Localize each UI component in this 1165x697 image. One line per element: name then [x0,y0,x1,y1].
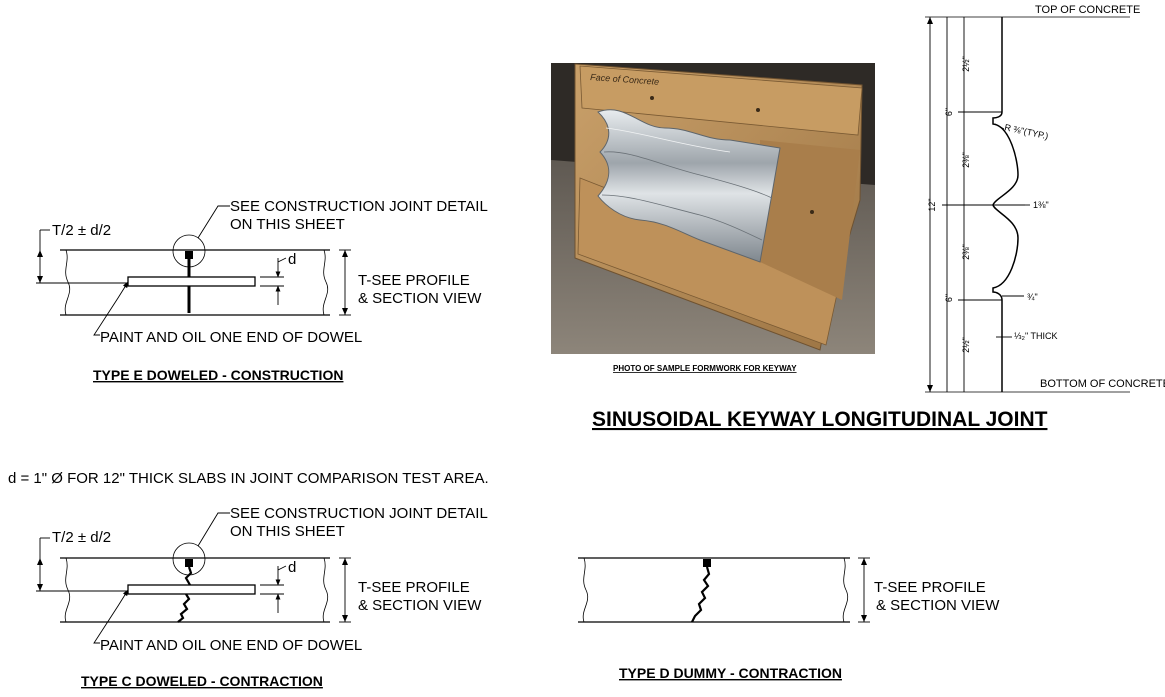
thickness-arrow-up [342,558,348,565]
offset-dim-arrow-down [37,276,43,283]
amplitude-label: 1⅜" [1033,200,1049,210]
lower-half-label: 6" [944,294,954,302]
joint-d-detail: T-SEE PROFILE & SECTION VIEW TYPE D DUMM… [578,557,1000,681]
board-writing: Face of Concrete [590,72,660,87]
offset-dim-arrow-up [37,558,43,565]
keyway-title: SINUSOIDAL KEYWAY LONGITUDINAL JOINT [592,408,1048,431]
thickness-arrow-up [861,558,867,565]
thickness-label-line2: & SECTION VIEW [876,597,1000,614]
keyway-ridge-2 [601,194,763,241]
break-line-left [64,557,71,623]
seg-bottom-label: 2½" [961,337,971,353]
joint-seal [185,559,193,567]
thickness-arrow-down [861,615,867,622]
thickness-label-line1: T-SEE PROFILE [358,272,470,289]
joint-seal [185,251,193,259]
offset-label: ¾" [1027,292,1038,302]
break-line-right [322,249,329,316]
thickness-arrow-down [342,308,348,315]
dowel-note: PAINT AND OIL ONE END OF DOWEL [100,637,362,654]
total-depth-label: 12" [927,198,937,211]
nail-mark [756,108,760,112]
top-of-concrete-label: TOP OF CONCRETE [1035,4,1140,16]
callout-text-line2: ON THIS SHEET [230,216,345,233]
photo-caption: PHOTO OF SAMPLE FORMWORK FOR KEYWAY [613,364,797,373]
upper-cleat [579,65,863,136]
radius-leader [994,123,1005,130]
break-line-left [64,249,71,316]
offset-label: T/2 ± d/2 [52,222,111,239]
joint-seal [703,559,711,567]
dowel-note: PAINT AND OIL ONE END OF DOWEL [100,329,362,346]
radius-note: R ⅜"(TYP.) [1004,122,1050,141]
nail-mark [650,96,654,100]
d-leader [277,565,287,571]
break-line-left [582,557,589,623]
seg-top-label: 2½" [961,56,971,72]
joint-e-detail: SEE CONSTRUCTION JOINT DETAIL ON THIS SH… [36,198,488,383]
thickness-label-line1: T-SEE PROFILE [874,579,986,596]
offset-label: T/2 ± d/2 [52,529,111,546]
formwork-photo: Face of Concrete PHOTO OF SAMPLE FORMWOR… [551,63,875,373]
bottom-of-concrete-label: BOTTOM OF CONCRETE [1040,378,1165,390]
thickness-label-line2: & SECTION VIEW [358,290,482,307]
detail-callout-circle [172,234,206,268]
thickness-label-line2: & SECTION VIEW [358,597,482,614]
crack-line-lower [177,593,191,623]
callout-leader [197,512,230,547]
dowel-note-leader [93,281,129,336]
offset-dim-arrow-down [37,584,43,591]
keyway-form-metal [597,109,781,263]
seg-upper-wave-label: 2⅜" [961,152,971,168]
total-arrow-down [927,385,933,392]
total-arrow-up [927,17,933,24]
sheet-thickness-label: ⅓₂" THICK [1014,331,1058,341]
keyway-profile: TOP OF CONCRETE BOTTOM OF CONCRETE 12" 6… [925,4,1165,393]
break-line-right [842,557,849,623]
dowel-size-note: d = 1" Ø FOR 12" THICK SLABS IN JOINT CO… [8,470,489,487]
callout-text-line2: ON THIS SHEET [230,523,345,540]
back-panel [760,140,860,300]
keyway-highlight [605,127,731,153]
keyway-ridge-1 [603,151,773,199]
joint-d-title: TYPE D DUMMY - CONTRACTION [619,665,842,681]
thickness-label-line1: T-SEE PROFILE [358,579,470,596]
dowel-bar [127,584,256,595]
detail-callout-circle [172,542,206,576]
crack-line-upper [184,566,193,586]
callout-text-line1: SEE CONSTRUCTION JOINT DETAIL [230,505,488,522]
callout-text-line1: SEE CONSTRUCTION JOINT DETAIL [230,198,488,215]
seg-lower-wave-label: 2⅜" [961,244,971,260]
crack-line [691,566,711,623]
nail-mark [810,210,814,214]
d-label: d [288,251,296,268]
d-leader [277,257,287,263]
thickness-arrow-down [342,615,348,622]
upper-half-label: 6" [944,108,954,116]
break-line-right [322,557,329,623]
thickness-arrow-up [342,250,348,257]
joint-c-detail: SEE CONSTRUCTION JOINT DETAIL ON THIS SH… [36,505,488,689]
joint-e-title: TYPE E DOWELED - CONSTRUCTION [93,367,343,383]
dowel-bar [127,276,256,287]
callout-leader [197,205,230,239]
d-label: d [288,559,296,576]
dowel-note-leader [93,589,129,644]
offset-dim-arrow-up [37,250,43,257]
joint-c-title: TYPE C DOWELED - CONTRACTION [81,673,323,689]
